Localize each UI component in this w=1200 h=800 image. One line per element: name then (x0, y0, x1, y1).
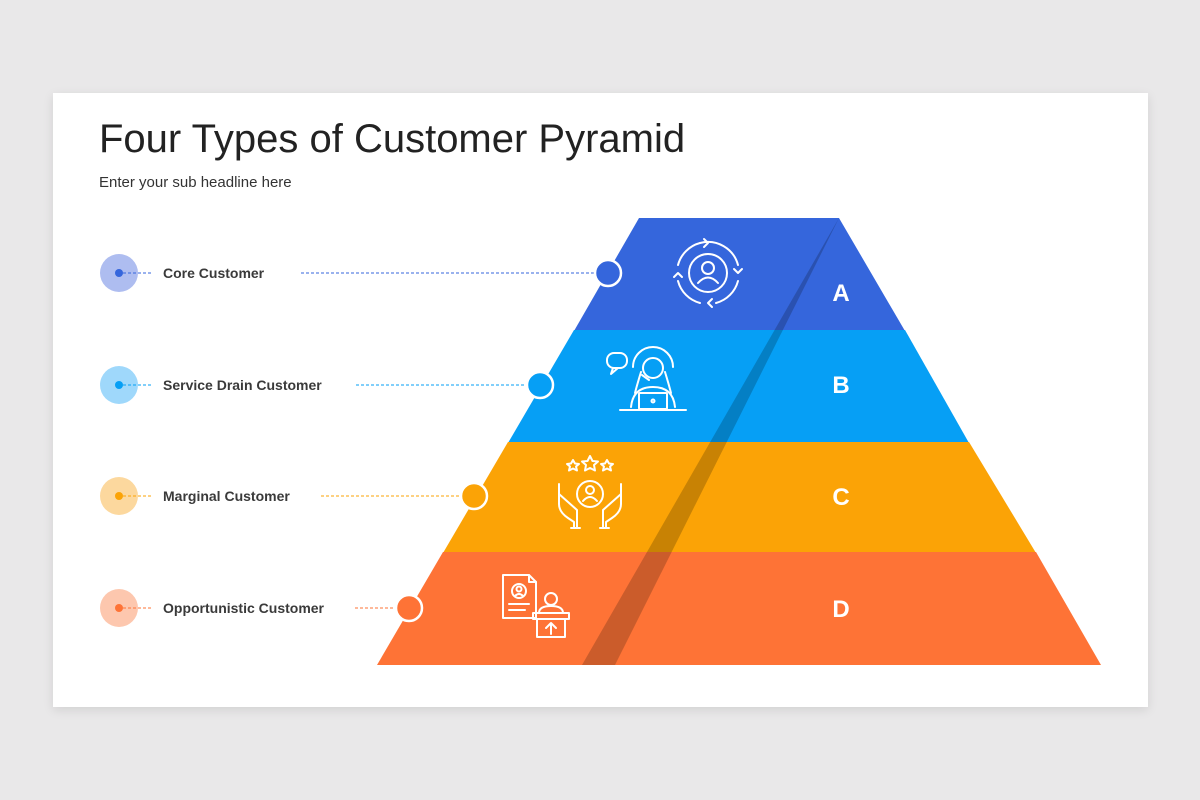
connector-dot-c (459, 481, 489, 511)
pyramid-tier-b (508, 330, 969, 443)
bullet-dot-a (100, 254, 153, 292)
label-opportunistic-customer: Opportunistic Customer (163, 600, 325, 616)
pyramid-tier-a (574, 218, 905, 331)
candidate-profile-icon (502, 574, 570, 638)
customer-cycle-icon (673, 238, 743, 308)
bullet-dot-b-inner (115, 381, 123, 389)
bullet-dot-d (100, 589, 153, 627)
label-service-drain-customer: Service Drain Customer (163, 377, 322, 393)
pyramid-diagram: A B C D (100, 218, 1101, 665)
bullet-dot-b (100, 366, 153, 404)
label-core-customer: Core Customer (163, 265, 265, 281)
tier-letter-d: D (832, 596, 849, 623)
label-marginal-customer: Marginal Customer (163, 488, 290, 504)
bullet-dot-a-inner (115, 269, 123, 277)
tier-letter-c: C (832, 484, 849, 511)
tier-letter-a: A (832, 280, 849, 307)
tier-letter-b: B (832, 372, 849, 399)
pyramid-tier-d (377, 552, 1101, 665)
bullet-dot-d-inner (115, 604, 123, 612)
bullet-dot-c (100, 477, 153, 515)
pyramid-tier-c (443, 442, 1036, 553)
support-agent-icon (606, 346, 687, 411)
connector-dot-d (394, 593, 424, 623)
slide-title: Four Types of Customer Pyramid (99, 117, 686, 161)
slide: Four Types of Customer Pyramid Enter you… (53, 93, 1148, 707)
diagonal-shadow-band (582, 218, 839, 665)
bullet-dot-c-inner (115, 492, 123, 500)
hands-rating-icon (558, 455, 622, 529)
slide-subtitle: Enter your sub headline here (99, 174, 292, 191)
connector-dot-b (525, 370, 555, 400)
connector-dot-a (593, 258, 623, 288)
